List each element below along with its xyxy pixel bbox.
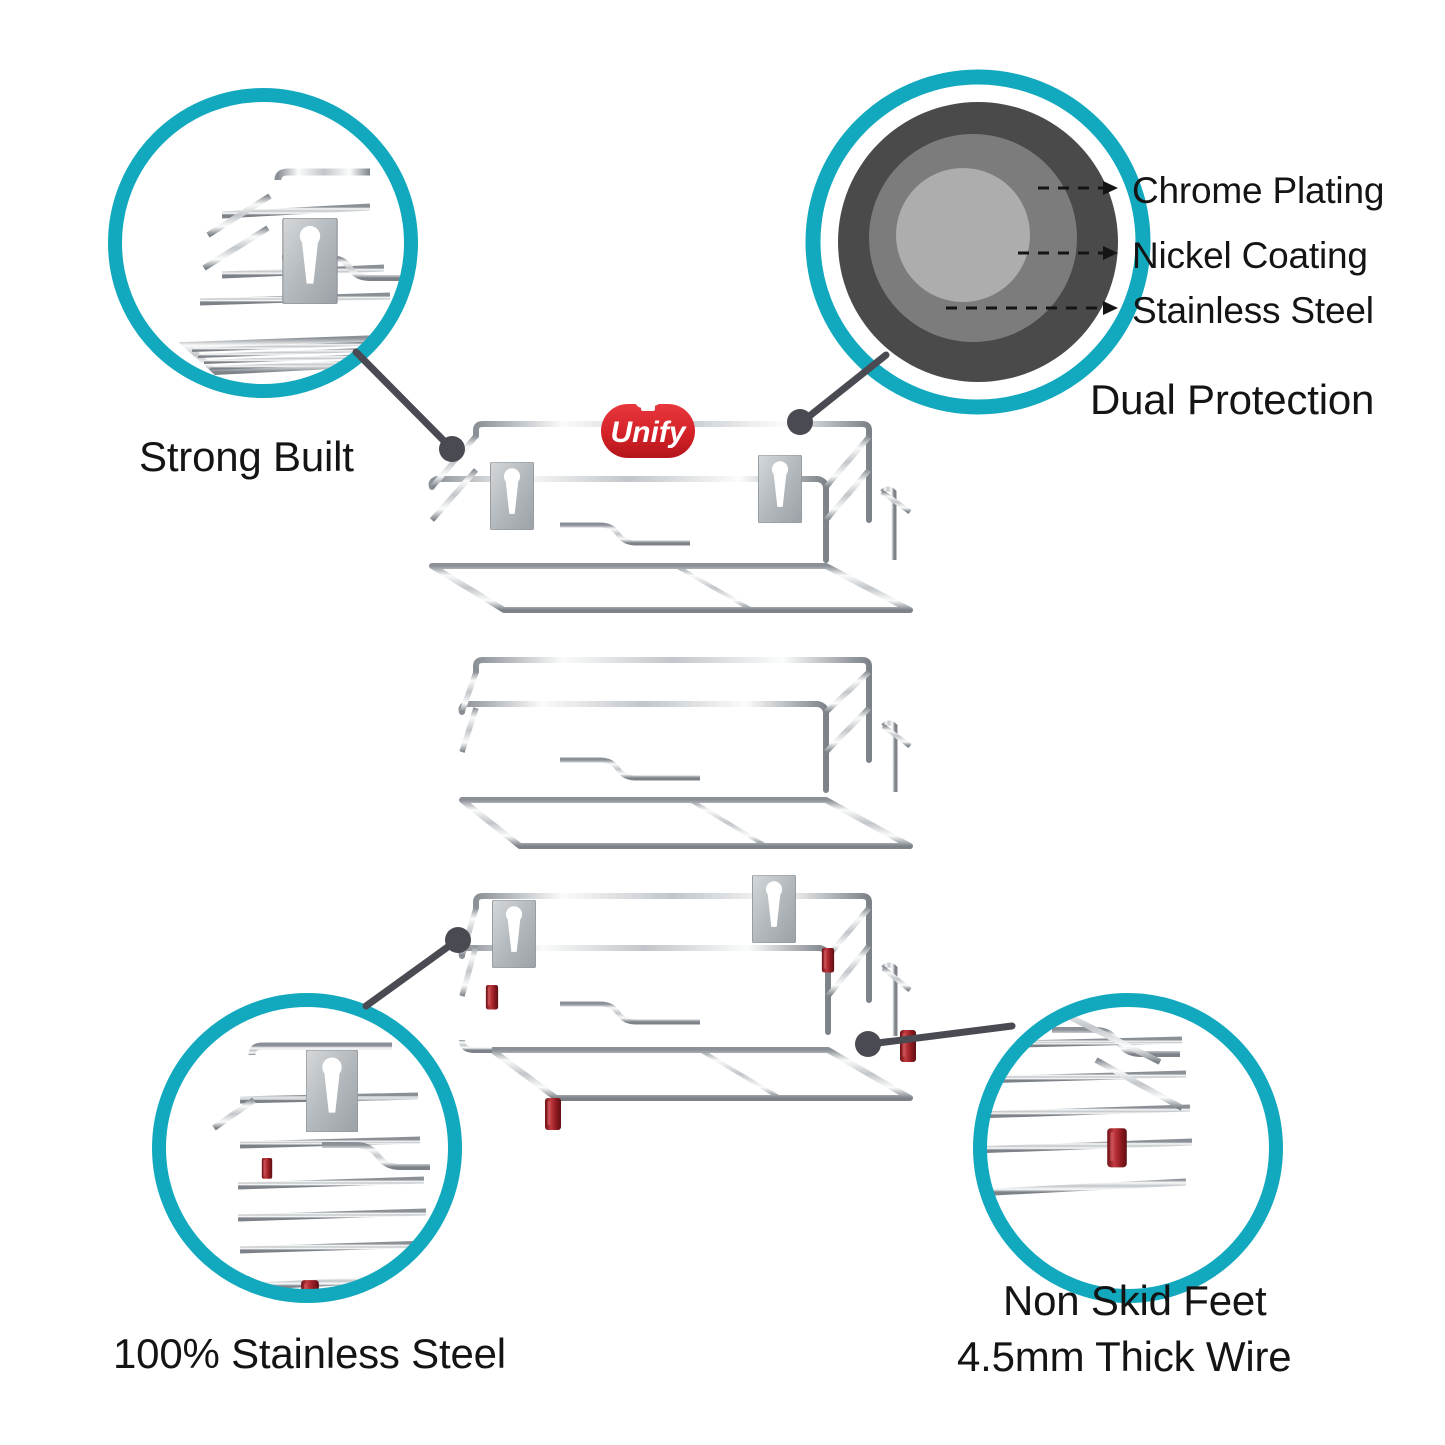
callout-label-non-skid-feet-line2: 4.5mm Thick Wire xyxy=(957,1333,1292,1380)
non-skid-foot xyxy=(900,1030,916,1062)
non-skid-foot-detail xyxy=(1107,1128,1127,1168)
rack-tier-top xyxy=(428,421,913,1000)
strong-built-zoom-art xyxy=(178,168,405,376)
layer-stainless-steel xyxy=(896,168,1030,302)
keyhole-mount-plate xyxy=(490,462,534,530)
arrow-chrome-plating xyxy=(1038,181,1118,195)
callout-stainless-steel xyxy=(152,993,462,1303)
ring-label-nickel-coating: Nickel Coating xyxy=(1132,235,1368,276)
brand-logo: Unify xyxy=(601,388,695,458)
callout-label-strong-built: Strong Built xyxy=(139,433,354,480)
dual-protection-ring-accent xyxy=(805,69,1151,415)
non-skid-foot xyxy=(545,1098,561,1130)
leader-lines xyxy=(352,348,1016,1057)
ring-label-stainless-steel: Stainless Steel xyxy=(1132,290,1374,331)
non-skid-foot xyxy=(821,948,835,973)
leader-non-skid-feet xyxy=(855,1022,1016,1057)
ring-label-chrome-plating: Chrome Plating xyxy=(1132,170,1385,211)
keyhole-mount-plate xyxy=(752,875,796,943)
leader-dual-protection xyxy=(787,351,890,435)
brand-logo-text: Unify xyxy=(611,416,687,449)
non-skid-foot xyxy=(485,985,499,1010)
keyhole-mount-plate xyxy=(492,900,536,968)
leader-strong-built xyxy=(352,348,465,462)
leader-stainless-steel xyxy=(362,927,471,1010)
callout-dual-protection xyxy=(805,69,1151,415)
arrow-stainless-steel xyxy=(946,301,1118,315)
callout-non-skid-feet xyxy=(973,993,1283,1303)
rack-tier-middle xyxy=(458,657,913,1115)
chef-hat-icon xyxy=(635,388,661,411)
callout-label-non-skid-feet-line1: Non Skid Feet xyxy=(1003,1277,1267,1324)
callout-strong-built xyxy=(108,88,418,398)
dual-protection-arrow-leaders xyxy=(946,181,1118,315)
callout-label-dual-protection: Dual Protection xyxy=(1090,376,1375,423)
rack-tier-bottom xyxy=(458,875,916,1130)
product-wire-rack xyxy=(428,421,916,1130)
keyhole-mount-plate xyxy=(758,455,802,523)
arrow-nickel-coating xyxy=(1018,246,1118,260)
callout-label-stainless-steel: 100% Stainless Steel xyxy=(113,1330,506,1377)
